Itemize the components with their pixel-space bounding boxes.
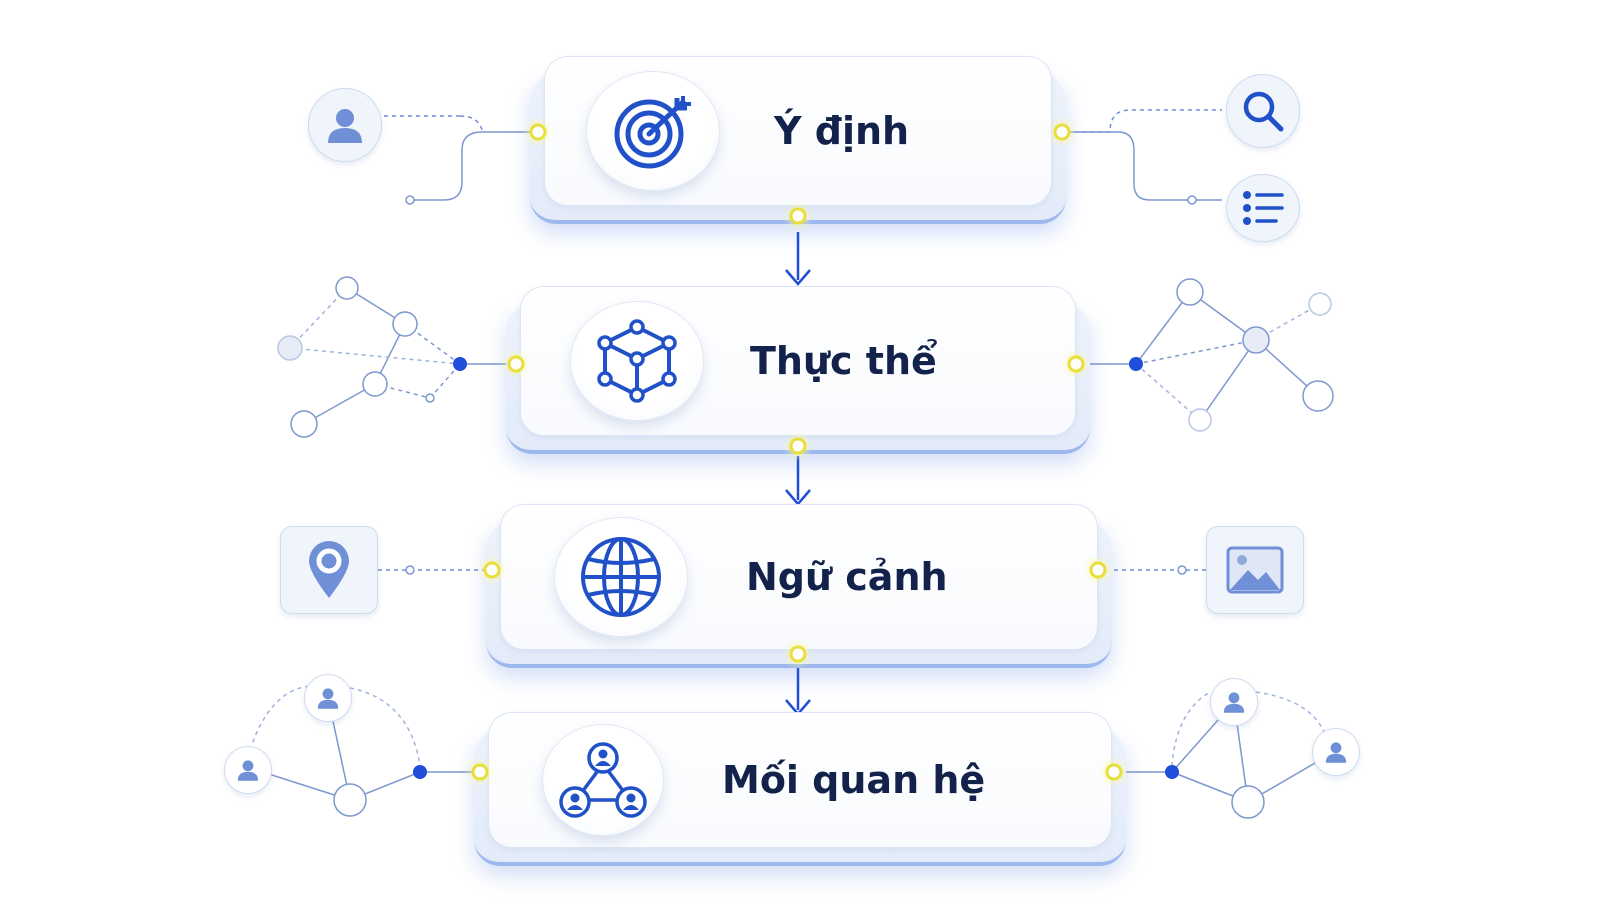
cube-icon bbox=[597, 319, 677, 403]
connector-line bbox=[1066, 131, 1222, 201]
icon-badge bbox=[586, 71, 720, 191]
people-network-icon bbox=[559, 742, 647, 818]
step-label: Mối quan hệ bbox=[722, 758, 986, 802]
icon-badge bbox=[542, 724, 664, 836]
person-node bbox=[1312, 728, 1360, 776]
step-card-entity: Thực thể bbox=[506, 286, 1090, 454]
search-bubble bbox=[1226, 74, 1300, 148]
location-pin-icon bbox=[309, 541, 349, 598]
user-icon bbox=[1223, 692, 1245, 713]
icon-badge bbox=[570, 301, 704, 421]
line-end-dot bbox=[1187, 195, 1197, 205]
target-icon bbox=[614, 96, 691, 169]
icon-badge bbox=[554, 517, 688, 637]
user-icon bbox=[1325, 742, 1347, 763]
globe-icon bbox=[581, 537, 661, 617]
connector-line bbox=[412, 131, 538, 201]
location-tile bbox=[280, 526, 378, 614]
step-label: Ý định bbox=[774, 109, 910, 153]
step-card-intent: Ý định bbox=[530, 56, 1066, 224]
step-label: Ngữ cảnh bbox=[746, 555, 948, 599]
line-end-dot bbox=[405, 195, 415, 205]
search-icon bbox=[1243, 91, 1284, 132]
user-icon bbox=[317, 688, 339, 709]
connector-line bbox=[1066, 109, 1222, 133]
person-node bbox=[304, 674, 352, 722]
step-card-relationship: Mối quan hệ bbox=[474, 712, 1126, 866]
user-icon bbox=[237, 760, 259, 781]
image-tile bbox=[1206, 526, 1304, 614]
list-icon bbox=[1243, 191, 1284, 225]
step-label: Thực thể bbox=[750, 339, 937, 383]
user-icon bbox=[328, 109, 362, 143]
person-node bbox=[224, 746, 272, 794]
person-node bbox=[1210, 678, 1258, 726]
image-icon bbox=[1226, 546, 1284, 594]
connector-line bbox=[459, 115, 483, 131]
list-bubble bbox=[1226, 174, 1300, 242]
user-bubble bbox=[308, 88, 382, 162]
step-card-context: Ngữ cảnh bbox=[486, 504, 1112, 668]
